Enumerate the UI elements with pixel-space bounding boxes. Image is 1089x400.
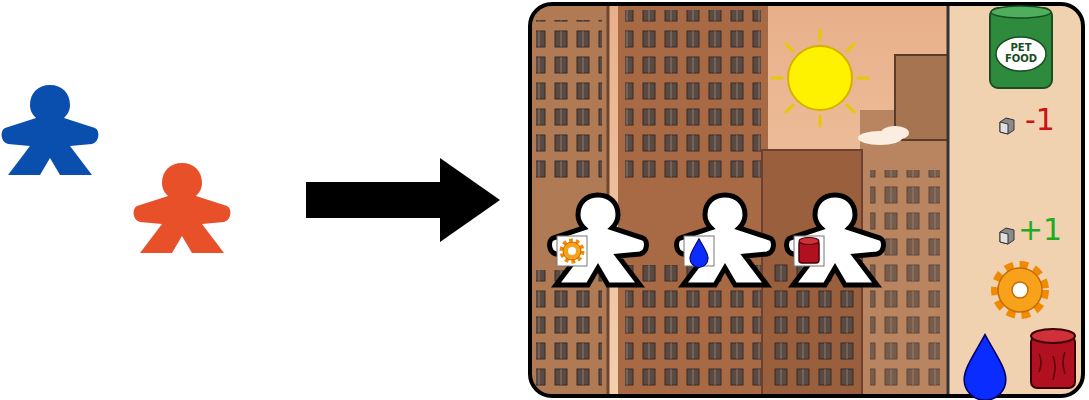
cube-icon	[1000, 118, 1014, 134]
pet-food-can	[990, 6, 1052, 88]
gain-value: +1	[1015, 214, 1065, 246]
gear-icon	[996, 266, 1044, 314]
icon-tile	[794, 236, 824, 266]
water-icon	[690, 239, 708, 268]
wood-icon	[799, 238, 819, 264]
windows	[870, 170, 940, 390]
blue-meeple	[2, 85, 99, 175]
orange-meeple	[134, 163, 231, 253]
gear-icon	[562, 241, 582, 261]
building	[618, 4, 768, 396]
windows	[536, 20, 602, 180]
cube-icon	[1000, 228, 1014, 244]
worker-meeple	[787, 195, 884, 285]
balcony	[895, 55, 950, 140]
windows	[536, 270, 602, 390]
divider	[947, 4, 950, 396]
card-art	[530, 4, 1083, 396]
cloud	[881, 126, 909, 140]
sun-rays	[772, 30, 868, 126]
icon-tile	[557, 236, 587, 266]
card-border	[530, 4, 1083, 396]
worker-meeple	[677, 195, 774, 285]
cost-value: -1	[1015, 104, 1065, 136]
sun	[788, 46, 852, 110]
arrow	[306, 158, 500, 242]
side-panel	[948, 4, 1083, 396]
wood-icon	[1031, 329, 1075, 388]
water-icon	[964, 335, 1006, 400]
worker-meeple	[550, 195, 647, 285]
can-label: PET FOOD	[997, 43, 1045, 64]
windows	[625, 10, 761, 180]
